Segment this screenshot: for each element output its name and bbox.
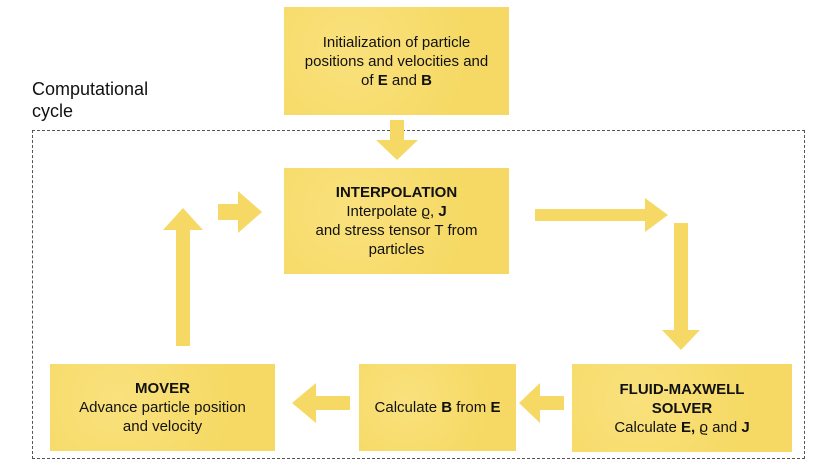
mover-box: MOVER Advance particle position and velo… xyxy=(50,364,275,451)
mover-line-2: and velocity xyxy=(122,418,203,435)
arrow-mover-up xyxy=(163,208,203,346)
fluid-maxwell-solver-box: FLUID-MAXWELL SOLVER Calculate E, ϱ and … xyxy=(572,364,792,452)
computational-cycle-frame xyxy=(32,130,805,459)
arrow-solver-to-calculate-b xyxy=(519,383,564,423)
interpolation-title: INTERPOLATION xyxy=(335,184,458,201)
arrow-init-to-interpolation xyxy=(376,120,418,160)
calculate-b-line: Calculate B from E xyxy=(374,399,501,416)
solver-line: Calculate E, ϱ and J xyxy=(614,418,750,436)
interpolation-line-3: particles xyxy=(368,241,425,258)
arrow-calculate-b-to-mover xyxy=(292,383,350,423)
interpolation-line-1: Interpolate ϱ, J xyxy=(346,203,447,220)
init-line-1: Initialization of particle xyxy=(322,33,471,51)
arrow-interpolation-to-right xyxy=(535,198,668,232)
mover-title: MOVER xyxy=(134,380,190,397)
interpolation-box: INTERPOLATION Interpolate ϱ, J and stres… xyxy=(284,168,509,274)
computational-cycle-label: Computational cycle xyxy=(32,79,149,121)
init-line-2: positions and velocities and xyxy=(304,52,489,70)
arrow-into-interpolation xyxy=(218,191,262,233)
initialization-box: Initialization of particle positions and… xyxy=(284,7,509,115)
mover-line-1: Advance particle position xyxy=(79,399,246,416)
interpolation-line-2: and stress tensor T from xyxy=(315,222,478,239)
solver-title-2: SOLVER xyxy=(651,399,713,417)
init-line-3: of E and B xyxy=(361,71,432,89)
calculate-b-box: Calculate B from E xyxy=(359,364,516,451)
solver-title-1: FLUID-MAXWELL xyxy=(619,380,745,398)
arrow-down-to-solver xyxy=(662,223,700,350)
